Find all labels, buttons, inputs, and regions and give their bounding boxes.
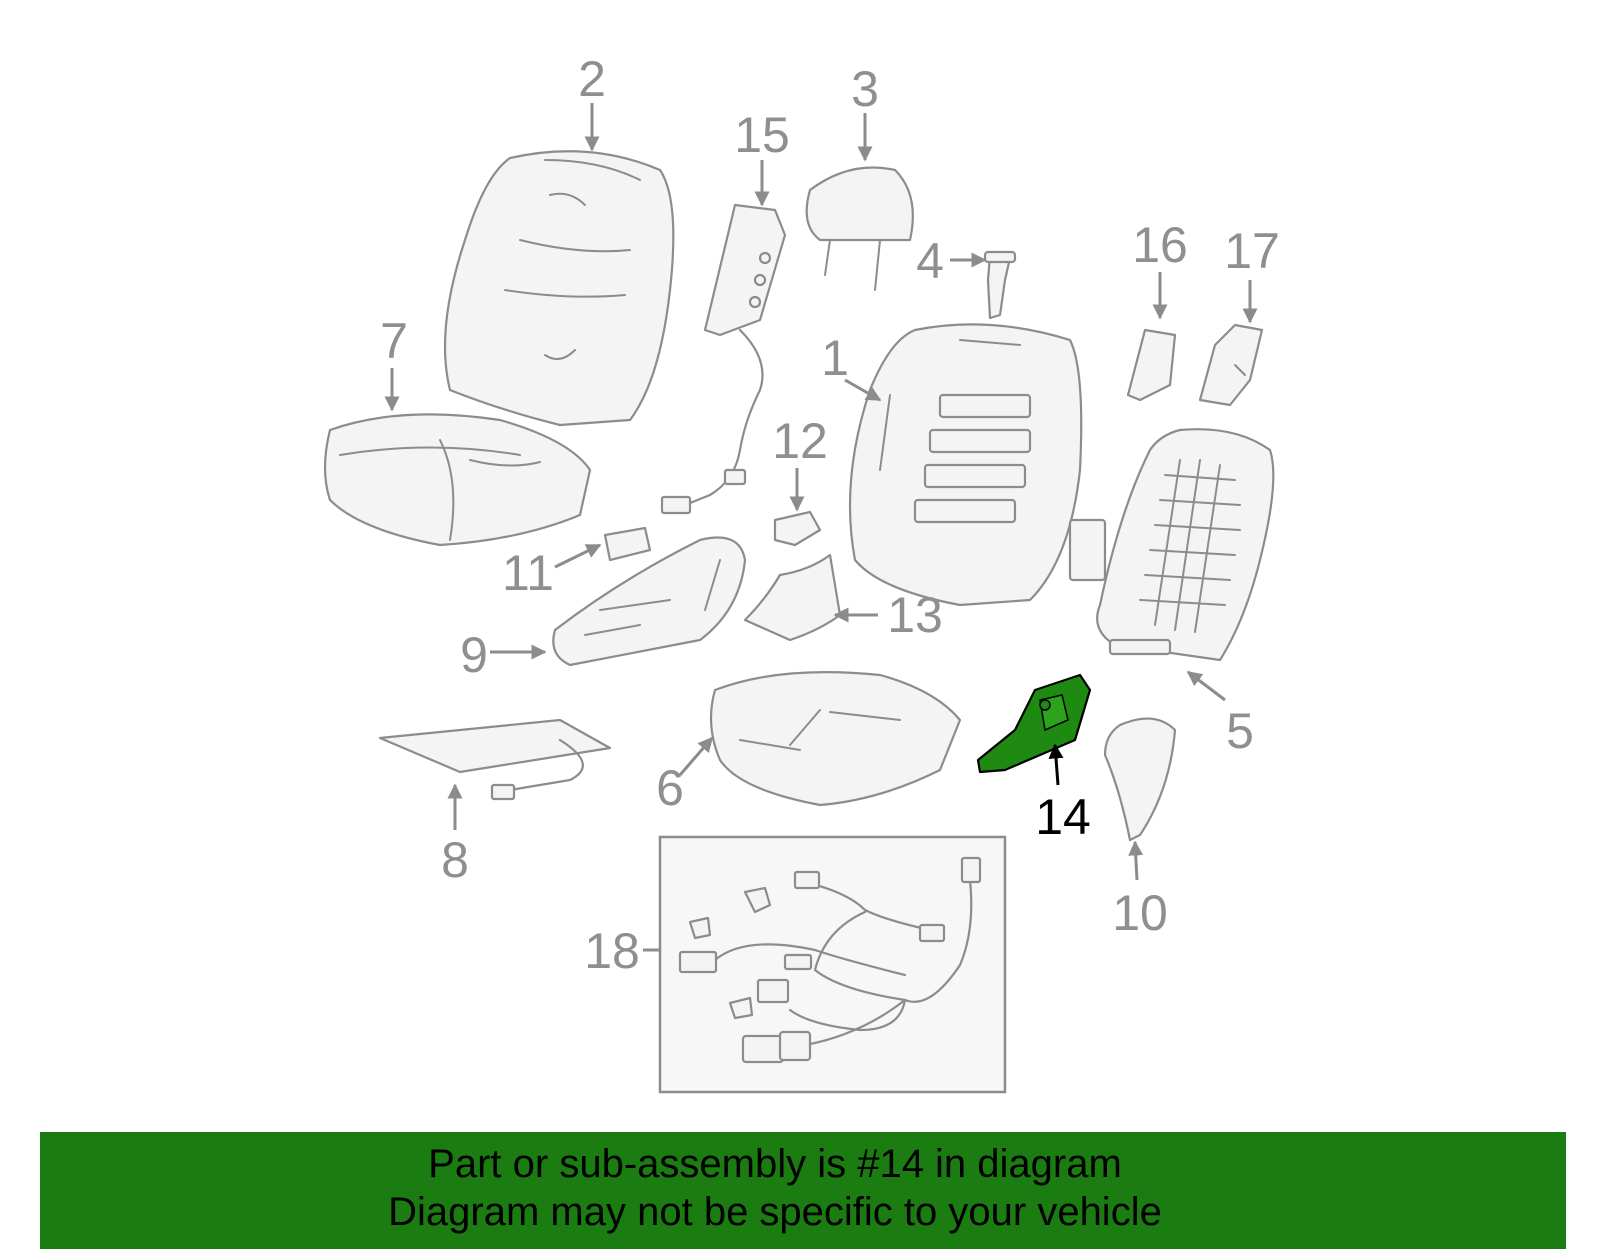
label-8: 8 (441, 832, 469, 888)
part-1-seat-back-pad[interactable] (848, 323, 1107, 607)
callout-labels: 2 3 15 4 7 1 16 17 12 11 9 13 5 6 8 10 1… (380, 51, 1280, 979)
part-16-bracket[interactable] (1126, 328, 1177, 402)
seat-parts-diagram: 2 3 15 4 7 1 16 17 12 11 9 13 5 6 8 10 1… (323, 51, 1280, 1094)
part-15-side-airbag[interactable] (660, 203, 787, 515)
label-12: 12 (772, 413, 828, 469)
label-11: 11 (502, 545, 554, 601)
part-13-knee-trim[interactable] (743, 553, 842, 642)
part-11-switch[interactable] (603, 526, 652, 562)
label-9: 9 (460, 627, 488, 683)
label-6: 6 (656, 760, 684, 816)
label-4: 4 (916, 233, 944, 289)
label-1: 1 (821, 330, 849, 386)
label-16: 16 (1132, 217, 1188, 273)
label-15: 15 (734, 107, 790, 163)
label-5: 5 (1226, 703, 1254, 759)
part-3-headrest[interactable] (805, 166, 914, 291)
part-2-seat-back-cover[interactable] (443, 150, 675, 427)
label-13: 13 (887, 587, 943, 643)
part-7-seat-cushion-cover[interactable] (323, 413, 592, 547)
part-12-switch[interactable] (773, 510, 822, 547)
part-14-highlighted[interactable] (976, 673, 1092, 774)
part-9-side-trim[interactable] (552, 536, 747, 667)
banner-line-part-number: Part or sub-assembly is #14 in diagram (428, 1142, 1122, 1186)
part-17-cover[interactable] (1198, 323, 1264, 407)
part-18-wire-harness[interactable] (658, 835, 1007, 1094)
label-3: 3 (851, 61, 879, 117)
part-4-headrest-guide[interactable] (983, 250, 1017, 320)
label-10: 10 (1112, 885, 1168, 941)
part-10-cover[interactable] (1103, 717, 1177, 842)
part-6-seat-cushion-pad[interactable] (709, 671, 962, 807)
label-2: 2 (578, 51, 606, 107)
part-8-seat-heater[interactable] (378, 718, 612, 801)
part-5-seat-back-frame[interactable] (1096, 428, 1275, 662)
label-17: 17 (1224, 223, 1280, 279)
label-14: 14 (1035, 789, 1091, 845)
leader-lines (384, 103, 1258, 952)
banner-line-disclaimer: Diagram may not be specific to your vehi… (388, 1190, 1162, 1234)
label-18: 18 (584, 923, 640, 979)
label-7: 7 (380, 313, 408, 369)
info-banner: Part or sub-assembly is #14 in diagram D… (40, 1132, 1566, 1249)
